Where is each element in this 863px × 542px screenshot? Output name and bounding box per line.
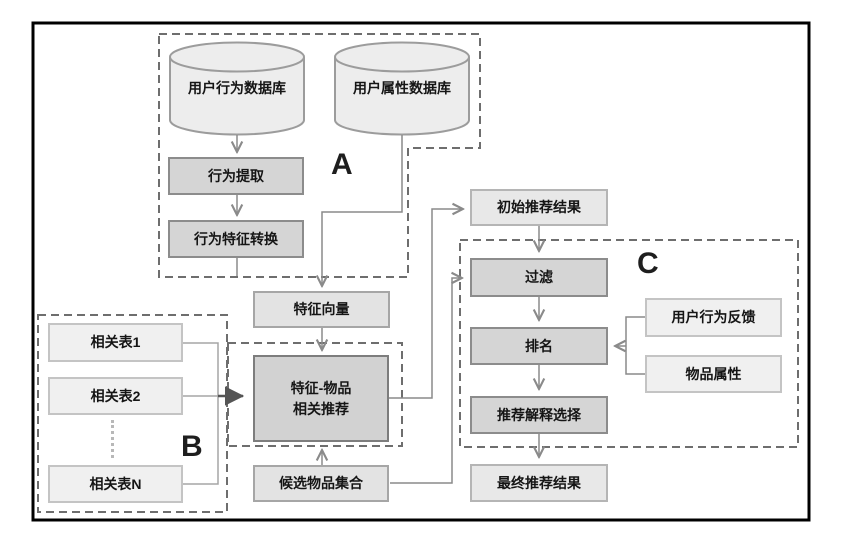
node-final-recommendation-result: 最终推荐结果 (470, 464, 608, 502)
edge-relatedtables-merge (183, 342, 219, 485)
node-related-table-n: 相关表N (48, 465, 183, 503)
node-behavior-feature-conversion: 行为特征转换 (168, 220, 304, 258)
node-recommendation-explanation-selection: 推荐解释选择 (470, 396, 608, 434)
edge-feedback-attributes-merge (625, 316, 645, 375)
ellipsis-dots (111, 420, 114, 458)
node-initial-recommendation-result: 初始推荐结果 (470, 189, 608, 226)
database-cylinder-user-attribute (334, 41, 470, 136)
node-candidate-item-set: 候选物品集合 (253, 465, 389, 502)
edge-attributedb-to-featurevector (322, 135, 403, 286)
group-c-outline (459, 239, 799, 448)
group-label-b: B (181, 430, 203, 463)
node-ranking: 排名 (470, 327, 608, 365)
edge-candidateset-to-filter (390, 278, 462, 484)
node-filter: 过滤 (470, 258, 608, 297)
node-user-behavior-feedback: 用户行为反馈 (645, 298, 782, 337)
node-user-attribute-db: 用户属性数据库 (353, 80, 451, 96)
node-item-attributes: 物品属性 (645, 355, 782, 393)
figure-frame (31, 21, 811, 522)
core-recommender-outline (227, 342, 403, 447)
edge-core-to-initialresult (389, 209, 463, 399)
node-related-table-2: 相关表2 (48, 377, 183, 415)
node-behavior-extraction: 行为提取 (168, 157, 304, 195)
node-feature-vector: 特征向量 (253, 291, 390, 328)
node-feature-item-recommendation: 特征-物品 相关推荐 (253, 355, 389, 442)
node-related-table-1: 相关表1 (48, 323, 183, 362)
group-label-a: A (331, 148, 353, 181)
group-a-outline (158, 33, 481, 278)
group-label-c: C (637, 247, 659, 280)
node-user-behavior-db: 用户行为数据库 (188, 80, 286, 96)
database-cylinder-user-behavior (169, 41, 305, 136)
